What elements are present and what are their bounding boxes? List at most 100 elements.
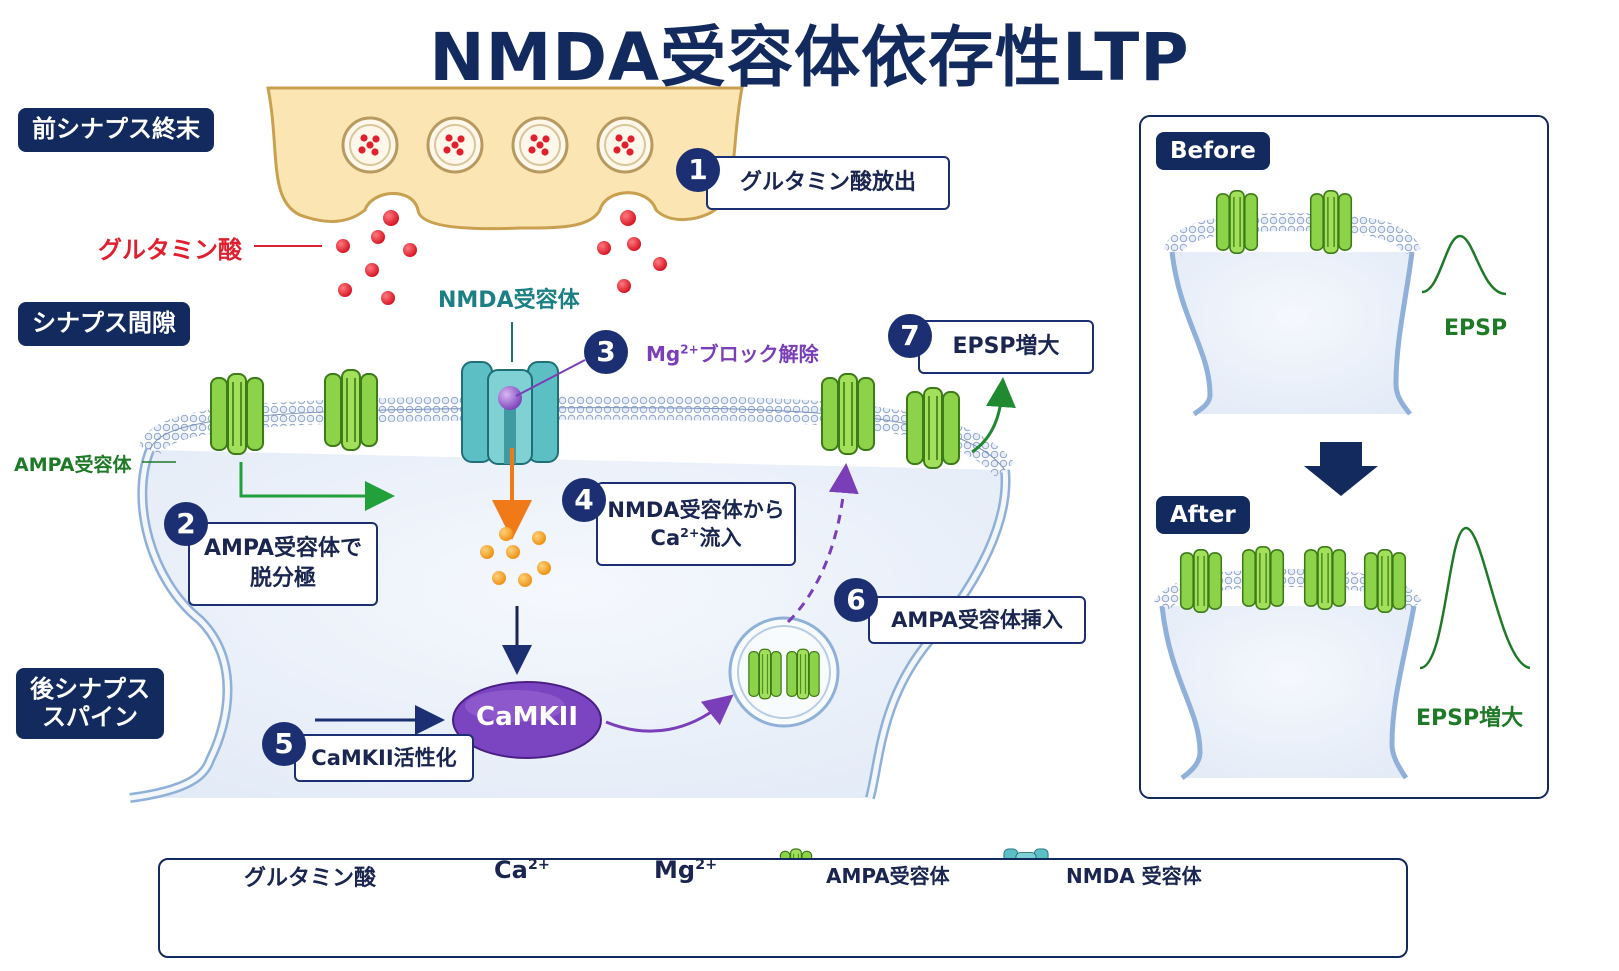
step-1-box: グルタミン酸放出 — [706, 156, 950, 210]
vesicle-glutamate — [443, 146, 451, 154]
legend-ampa-text: AMPA受容体 — [826, 864, 950, 888]
ca-ion — [499, 527, 513, 541]
ca-ion — [492, 571, 506, 585]
vesicle-glutamate — [371, 148, 379, 156]
step-5-box: CaMKII活性化 — [294, 734, 474, 782]
vesicle-glutamate — [456, 148, 464, 156]
vesicle-glutamate — [360, 134, 368, 142]
epsp-label: EPSP — [1444, 316, 1508, 341]
step-2-line2: 脱分極 — [249, 566, 316, 591]
ampa-receptor — [906, 387, 960, 469]
step-4-line1: NMDA受容体から — [607, 497, 785, 522]
camkii-label: CaMKII — [476, 702, 578, 732]
region-synaptic-cleft: シナプス間隙 — [18, 302, 190, 346]
legend-glutamate-text: グルタミン酸 — [244, 866, 377, 891]
synaptic-vesicles — [341, 116, 654, 174]
epsp-increase-arrow — [971, 377, 1016, 454]
vesicle-glutamate — [451, 141, 459, 149]
vesicle-glutamate — [366, 141, 374, 149]
page-title: NMDA受容体依存性LTP — [429, 19, 1190, 96]
epsp-trace-after — [1419, 526, 1531, 670]
step-7-number: 7 — [888, 314, 932, 358]
ampa-receptor — [1215, 190, 1259, 254]
legend-nmda-text: NMDA 受容体 — [1066, 864, 1202, 888]
vesicle-inner-ring — [519, 124, 561, 166]
step-4-box: NMDA受容体から Ca2+流入 — [596, 482, 796, 566]
legend-ca: Ca — [494, 856, 528, 884]
vesicle-inner-ring — [434, 124, 476, 166]
step-2-box: AMPA受容体で 脱分極 — [188, 522, 378, 606]
vesicle-glutamate — [613, 146, 621, 154]
before-spine — [1163, 212, 1421, 417]
vesicle-glutamate — [541, 148, 549, 156]
ca-ion — [532, 531, 546, 545]
ampa-receptor — [324, 369, 378, 451]
legend-mg-text: Mg2+ — [654, 856, 717, 884]
vesicle-glutamate — [621, 141, 629, 149]
after-label: After — [1156, 496, 1250, 535]
ampa-vesicle — [728, 616, 840, 728]
legend — [158, 858, 1408, 958]
vesicle-glutamate — [445, 134, 453, 142]
vesicle-glutamate — [372, 135, 380, 143]
step-5-text: CaMKII活性化 — [311, 745, 457, 770]
legend-mg-charge: 2+ — [695, 857, 718, 873]
glutamate-molecule — [336, 239, 350, 253]
glutamate-molecule — [365, 263, 379, 277]
vesicle-glutamate — [528, 146, 536, 154]
step-4-ca: Ca — [650, 526, 681, 550]
step-2-number: 2 — [164, 502, 208, 546]
vesicle-glutamate — [457, 135, 465, 143]
ampa-receptor — [1241, 546, 1285, 610]
step-7-text: EPSP増大 — [952, 334, 1060, 360]
step-4-rest: 流入 — [699, 526, 742, 550]
vesicle-glutamate — [627, 135, 635, 143]
glutamate-molecules — [336, 230, 667, 305]
ca-ion — [506, 545, 520, 559]
vesicle-glutamate — [626, 148, 634, 156]
step-6-number: 6 — [834, 578, 878, 622]
ampa-receptor-label: AMPA受容体 — [14, 454, 132, 476]
step-6-text: AMPA受容体挿入 — [891, 607, 1063, 632]
step-3-rest: ブロック解除 — [698, 342, 819, 366]
vesicle-glutamate — [615, 134, 623, 142]
step-3-text: Mg2+ブロック解除 — [646, 338, 819, 367]
step-3-mg-charge: 2+ — [680, 342, 699, 357]
vesicle-glutamate — [358, 146, 366, 154]
camkii-to-vesicle-arrow — [605, 694, 734, 733]
nmda-receptor-label: NMDA受容体 — [438, 288, 580, 313]
glutamate-label: グルタミン酸 — [98, 236, 242, 264]
step-3-number: 3 — [584, 330, 628, 374]
step-1-number: 1 — [676, 148, 720, 192]
vesicle-inner-ring — [349, 124, 391, 166]
before-label: Before — [1156, 132, 1270, 171]
step-6-box: AMPA受容体挿入 — [868, 596, 1086, 644]
region-presynaptic: 前シナプス終末 — [18, 108, 214, 152]
mg-pointer-line — [515, 359, 586, 397]
ca-ions — [480, 527, 551, 587]
ampa-receptor — [821, 373, 875, 455]
presynaptic-terminal — [266, 86, 744, 231]
ca-ion — [480, 545, 494, 559]
step-4-number: 4 — [562, 478, 606, 522]
ampa-receptor — [1309, 190, 1353, 254]
glutamate-molecule — [653, 257, 667, 271]
ampa-receptor — [210, 373, 264, 455]
step-2-line1: AMPA受容体で — [203, 536, 363, 562]
depolarization-arrow — [239, 462, 395, 511]
ca-ion — [537, 561, 551, 575]
ampa-receptor — [1363, 549, 1407, 613]
step-4-line2: Ca2+流入 — [651, 524, 742, 552]
glutamate-molecule — [403, 243, 417, 257]
insertion-arrow — [786, 463, 859, 624]
vesicle-glutamate — [542, 135, 550, 143]
legend-mg: Mg — [654, 856, 696, 884]
region-postsynaptic-line2: スパイン — [42, 702, 138, 731]
legend-ca-charge: 2+ — [527, 857, 550, 873]
glutamate-molecule — [338, 283, 352, 297]
region-postsynaptic: 後シナプス スパイン — [16, 668, 164, 740]
ampa-receptor — [1303, 546, 1347, 610]
mg-ion — [498, 386, 522, 410]
legend-ca-text: Ca2+ — [494, 856, 550, 884]
